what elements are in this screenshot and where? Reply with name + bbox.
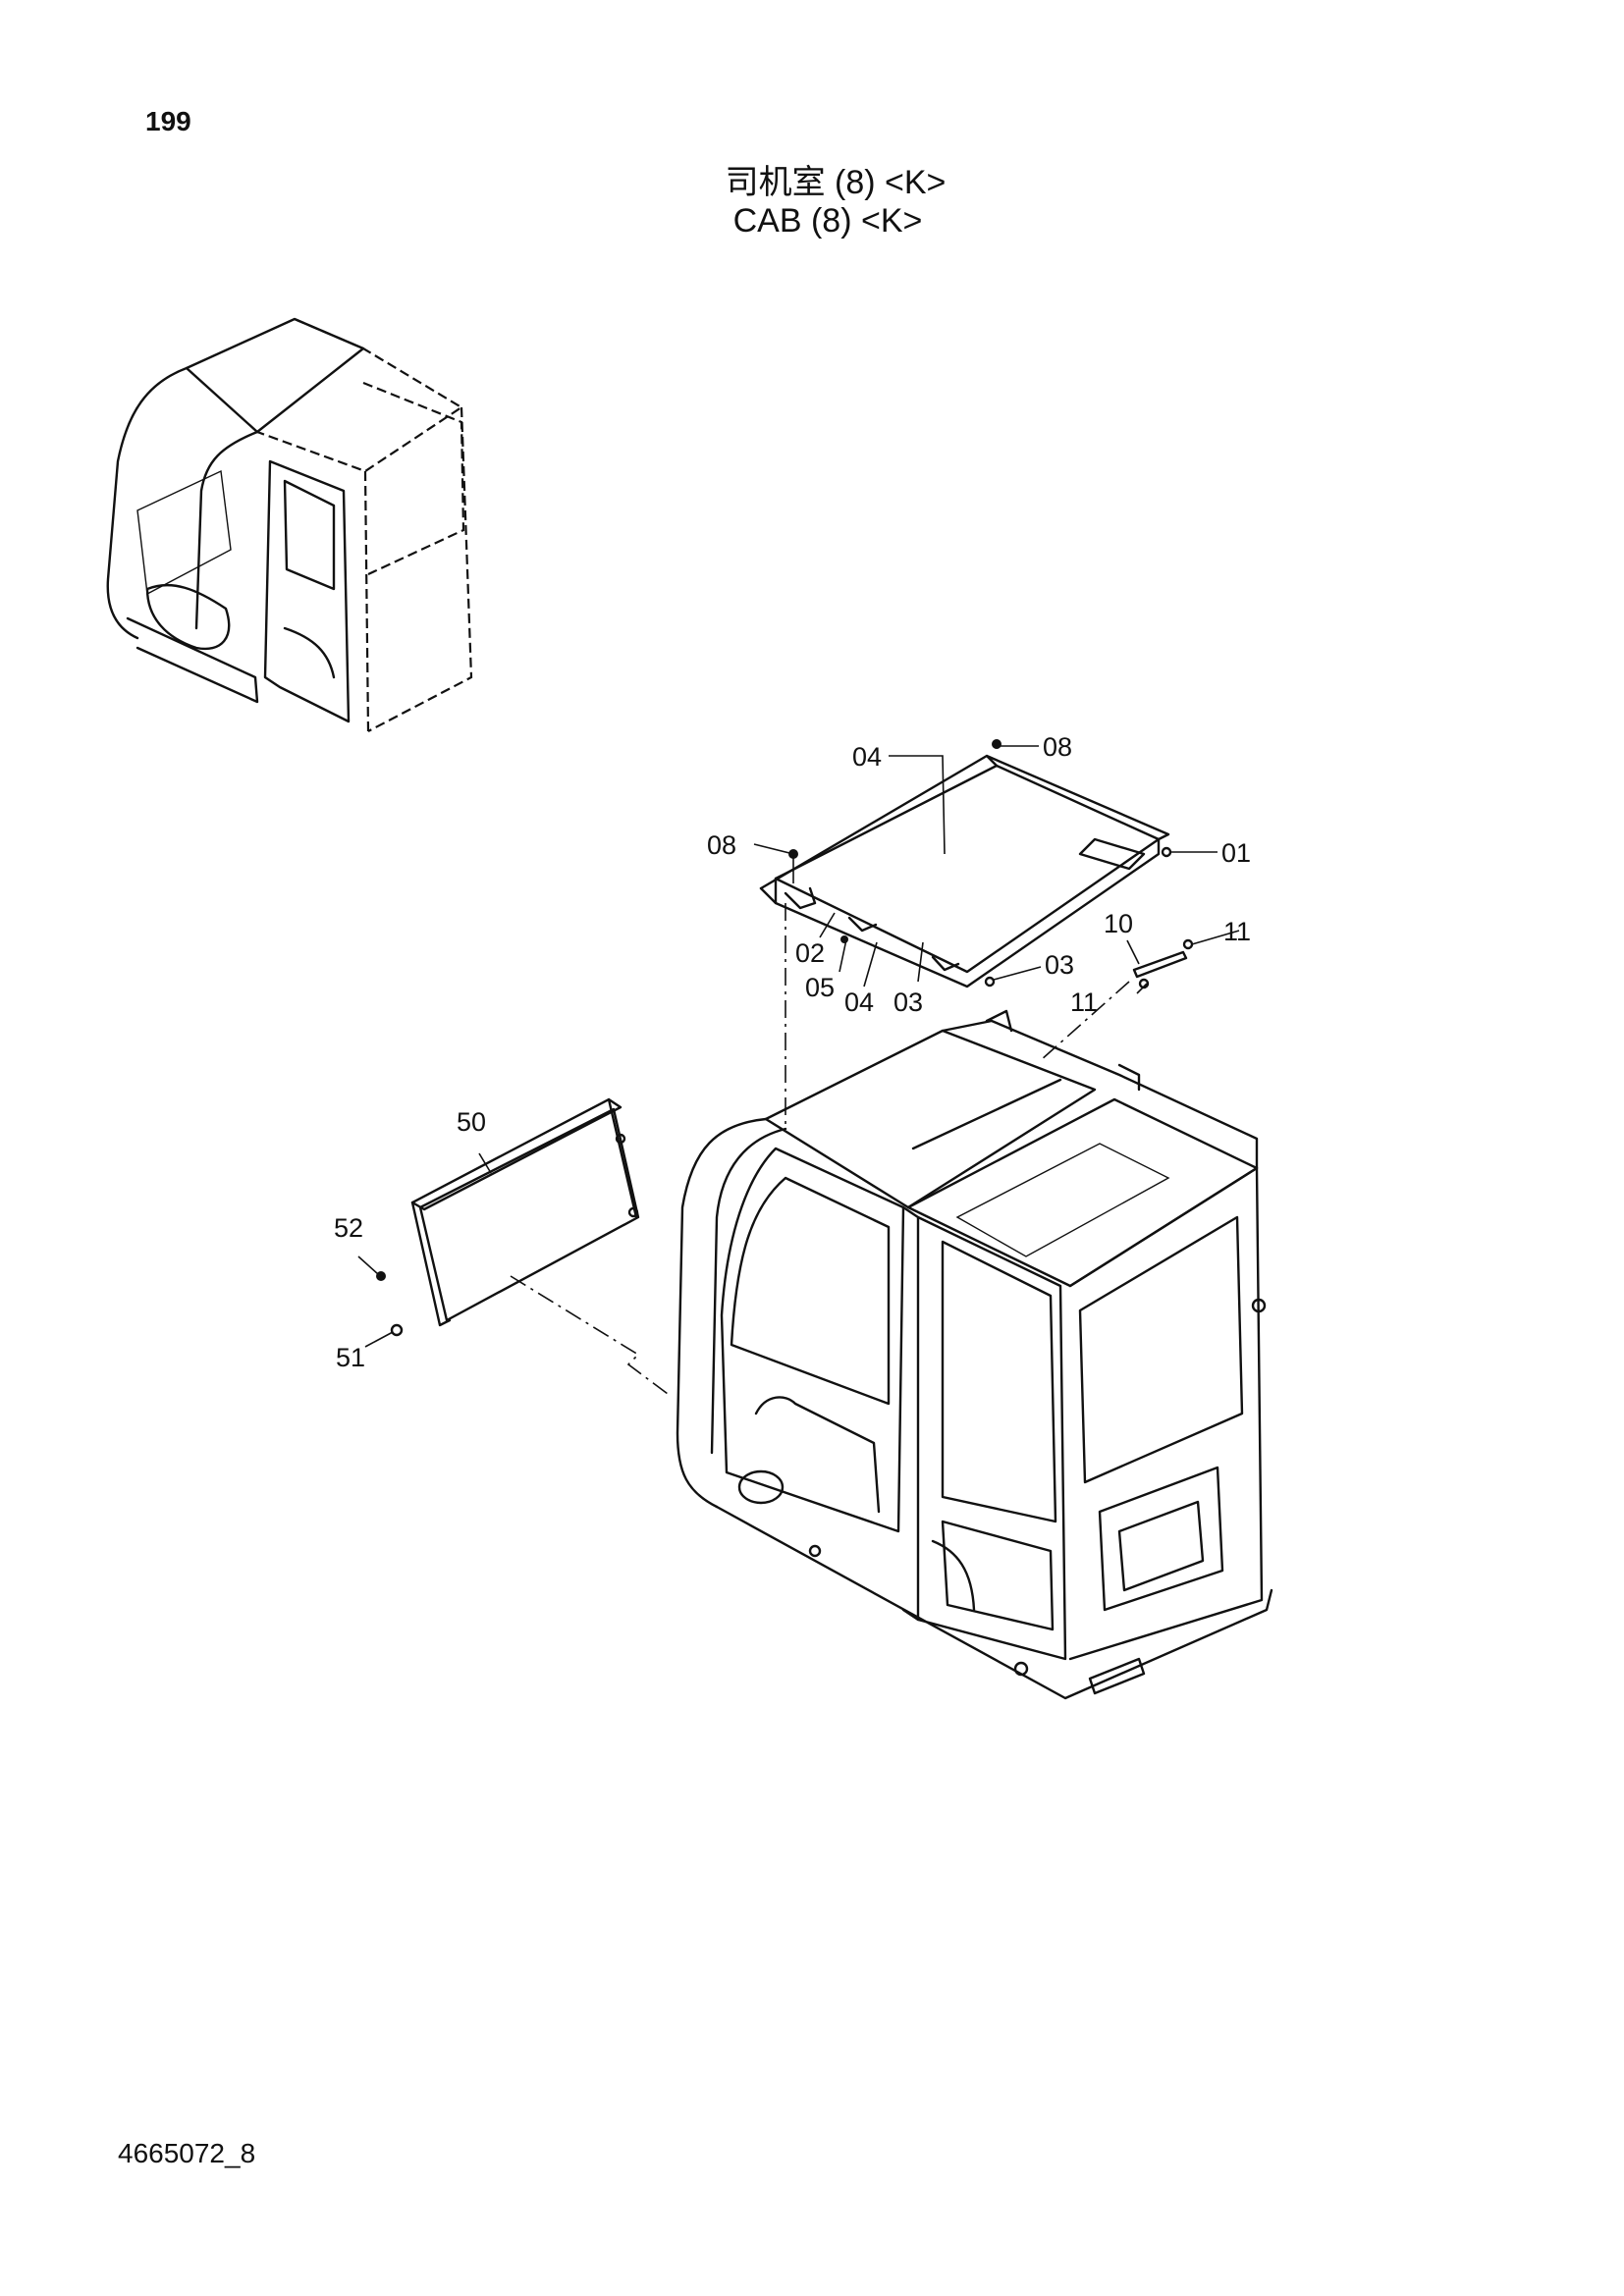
callout-08-top: 08: [1043, 732, 1072, 762]
callout-08-left: 08: [707, 830, 736, 860]
diagram-title-chinese: 司机室 (8) <K>: [725, 164, 947, 201]
callout-leaders: [357, 745, 1240, 1348]
callout-50: 50: [457, 1107, 486, 1137]
callout-03-right: 03: [1045, 950, 1074, 980]
callout-04-top: 04: [852, 742, 882, 772]
callout-11-left: 11: [1070, 988, 1098, 1017]
reference-cab-illustration: [106, 317, 473, 732]
front-screen-assembly-line: [510, 1275, 669, 1395]
callout-10: 10: [1104, 909, 1133, 938]
diagram-title-english: CAB (8) <K>: [732, 202, 923, 240]
callout-01: 01: [1221, 838, 1251, 868]
page-number: 199: [145, 106, 191, 136]
document-code: 4665072_8: [118, 2138, 256, 2168]
main-cab-illustration: [676, 1009, 1273, 1700]
front-screen-assembly: [376, 1097, 640, 1337]
callout-03-bottom: 03: [893, 988, 923, 1017]
roof-guard-assembly-line-right: [1040, 981, 1130, 1061]
roof-guard-assembly: [759, 739, 1194, 989]
callout-05: 05: [805, 973, 835, 1002]
callout-04-bottom: 04: [844, 988, 874, 1017]
callout-51: 51: [336, 1343, 365, 1372]
callout-52: 52: [334, 1213, 363, 1243]
callout-02: 02: [795, 938, 825, 968]
callout-11-right: 11: [1223, 917, 1251, 946]
